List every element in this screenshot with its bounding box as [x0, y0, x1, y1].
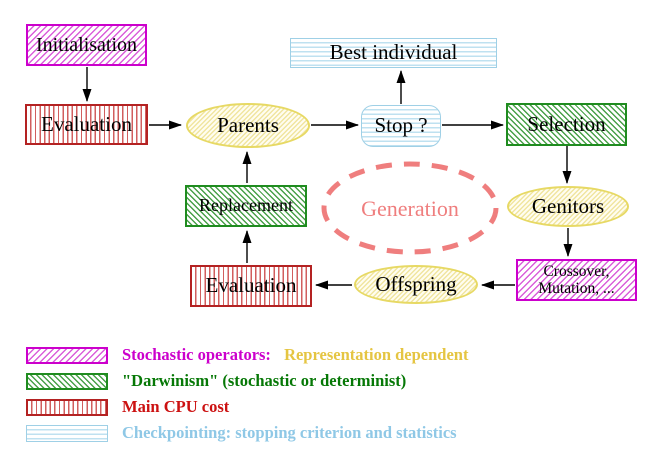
node-offspring: Offspring [354, 265, 478, 304]
node-best-individual-label: Best individual [329, 40, 458, 65]
legend-item-cpu-cost: Main CPU cost [26, 397, 229, 417]
node-genitors: Genitors [507, 186, 629, 227]
legend-label-representation: Representation dependent [284, 345, 469, 364]
magenta-diagonal-hatch-swatch [26, 346, 108, 364]
node-parents: Parents [186, 103, 310, 148]
node-genitors-label: Genitors [531, 193, 605, 218]
node-selection: Selection [506, 103, 627, 146]
generation-label: Generation [361, 196, 459, 221]
legend-label-cpu-cost: Main CPU cost [122, 397, 230, 416]
node-evaluation-bottom-label: Evaluation [205, 273, 297, 298]
node-stop: Stop ? [361, 105, 441, 147]
red-vertical-hatch-swatch [26, 398, 108, 416]
node-selection-label: Selection [527, 111, 606, 136]
node-crossover-mutation: Crossover, Mutation, ... [516, 259, 637, 301]
node-replacement-label: Replacement [199, 195, 293, 216]
node-best-individual: Best individual [290, 38, 497, 68]
node-stop-label: Stop ? [374, 113, 428, 138]
cyan-horizontal-hatch-swatch [26, 424, 108, 442]
legend-item-darwinism: "Darwinism" (stochastic or determinist) [26, 371, 406, 391]
node-initialisation: Initialisation [26, 24, 147, 66]
node-initialisation-label: Initialisation [35, 34, 138, 56]
node-evaluation-top-label: Evaluation [41, 111, 132, 136]
node-offspring-label: Offspring [375, 271, 457, 296]
node-replacement: Replacement [185, 185, 307, 227]
legend-label-stochastic: Stochastic operators: [122, 345, 271, 364]
node-crossover-line1: Crossover, [543, 262, 610, 280]
node-evaluation-top: Evaluation [25, 104, 148, 145]
legend-label-checkpointing: Checkpointing: stopping criterion and st… [122, 423, 457, 442]
legend-label-darwinism: "Darwinism" (stochastic or determinist) [122, 371, 407, 390]
green-diagonal-hatch-swatch [26, 372, 108, 390]
node-evaluation-bottom: Evaluation [190, 265, 312, 307]
node-parents-label: Parents [217, 112, 279, 137]
legend-item-checkpointing: Checkpointing: stopping criterion and st… [26, 423, 457, 443]
legend-item-stochastic-operators: Stochastic operators: Representation dep… [26, 345, 468, 365]
generation-dashed-ellipse [321, 161, 499, 255]
node-crossover-line2: Mutation, ... [538, 280, 615, 297]
